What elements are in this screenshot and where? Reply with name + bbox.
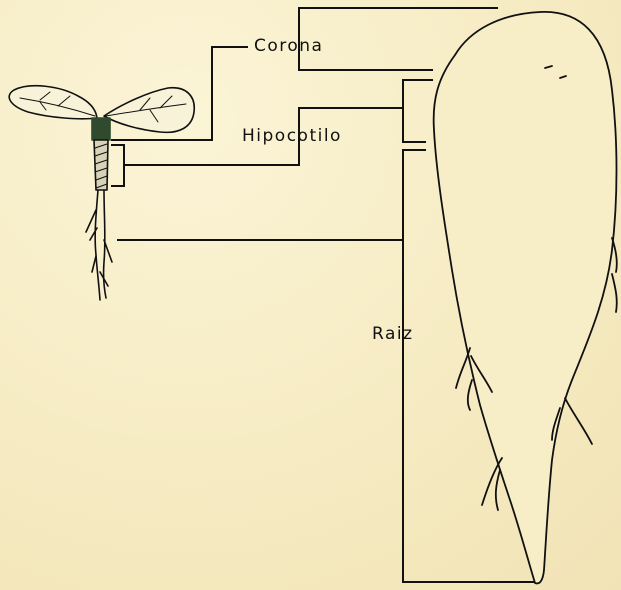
label-hipocotilo: Hipocotilo: [242, 128, 342, 145]
seedling-root-hairs: [86, 210, 112, 286]
hipocotilo-bracket-root: [403, 80, 432, 142]
label-corona: Corona: [254, 38, 323, 55]
hipocotilo-bracket-seedling: [112, 145, 124, 186]
mature-root: [434, 12, 617, 584]
seedling-root: [95, 190, 106, 300]
label-raiz: Raiz: [372, 326, 414, 343]
right-cotyledon: [104, 88, 194, 133]
seedling: [9, 86, 194, 300]
root-lateral-2: [468, 380, 472, 410]
left-cotyledon: [9, 86, 97, 119]
seedling-crown: [92, 118, 110, 140]
root-body: [434, 12, 617, 584]
